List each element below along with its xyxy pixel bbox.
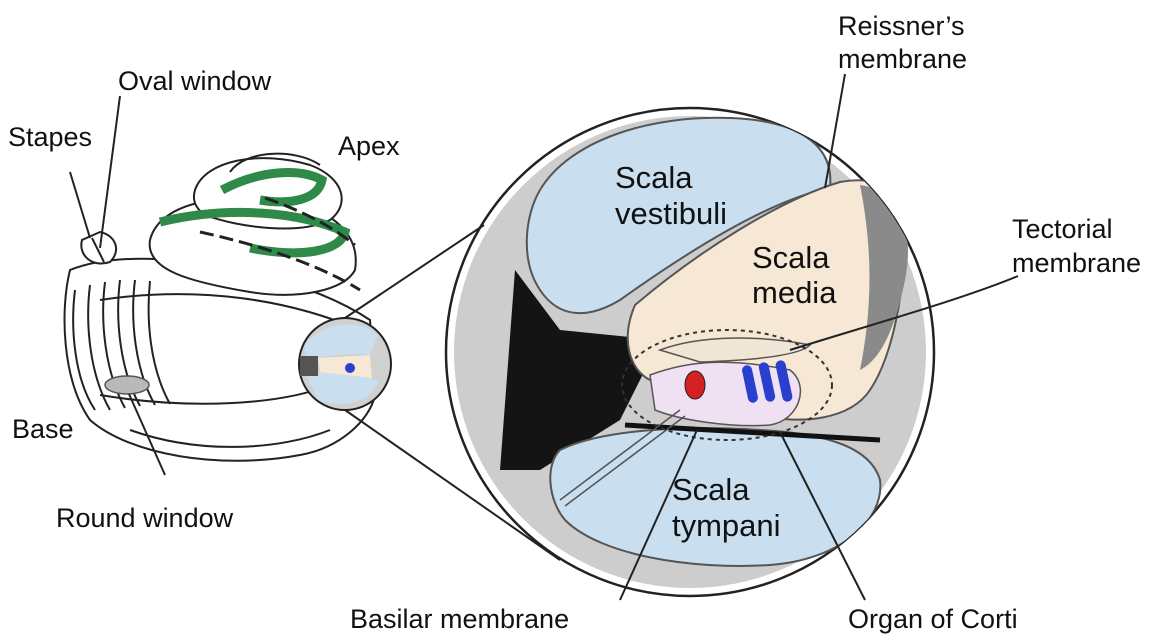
label-tectorial-line2: membrane xyxy=(1012,248,1141,278)
label-round-window: Round window xyxy=(56,503,234,533)
label-scala-media-line1: Scala xyxy=(752,240,830,275)
label-scala-vestibuli-line1: Scala xyxy=(615,160,693,195)
cochlea-shell xyxy=(65,154,391,461)
label-basilar-membrane: Basilar membrane xyxy=(350,604,569,634)
label-reissners-line2: membrane xyxy=(838,44,967,74)
label-apex: Apex xyxy=(338,131,400,161)
label-tectorial-line1: Tectorial xyxy=(1012,214,1113,244)
label-organ-of-corti: Organ of Corti xyxy=(848,604,1018,634)
label-scala-media-line2: media xyxy=(752,275,837,310)
label-scala-tympani-line2: tympani xyxy=(672,508,781,543)
label-reissners-line1: Reissner’s xyxy=(838,11,965,41)
label-base: Base xyxy=(12,414,74,444)
small-cross-section xyxy=(299,318,391,410)
inner-hair-cell xyxy=(685,371,705,399)
label-scala-vestibuli-line2: vestibuli xyxy=(615,196,727,231)
label-oval-window: Oval window xyxy=(118,66,272,96)
label-scala-tympani-line1: Scala xyxy=(672,472,750,507)
label-stapes: Stapes xyxy=(8,122,92,152)
